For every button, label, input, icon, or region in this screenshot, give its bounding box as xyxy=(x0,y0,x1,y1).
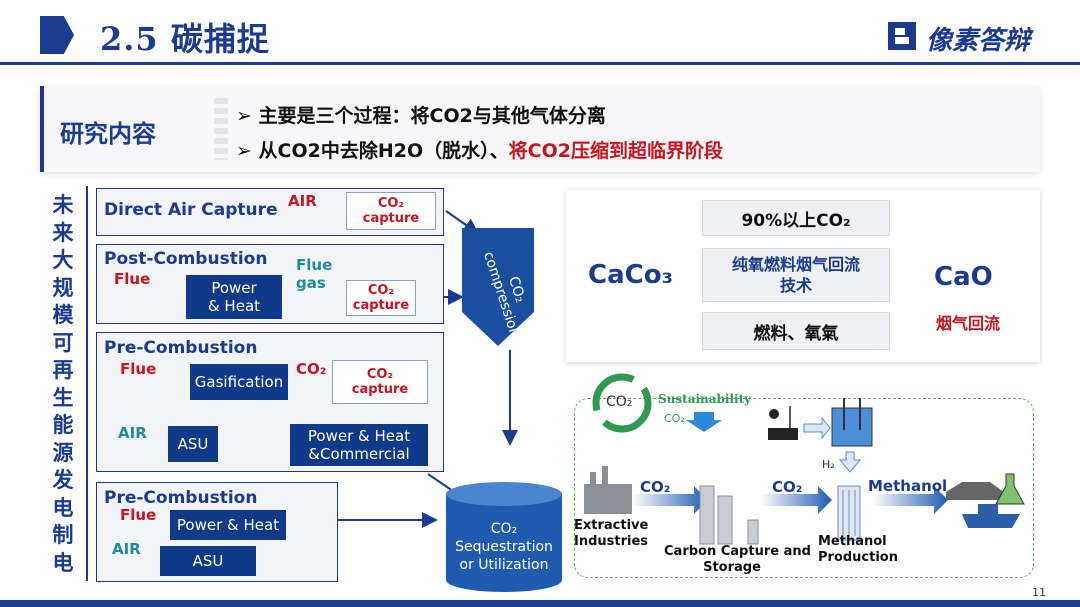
side-title-char: 电 xyxy=(52,495,74,520)
side-title-char: 发 xyxy=(52,468,74,492)
methanol-panel xyxy=(574,398,1034,578)
sequestration-label: CO₂ Sequestration or Utilization xyxy=(455,521,553,573)
logo-icon xyxy=(888,22,916,50)
page-title: 2.5 碳捕捉 xyxy=(100,20,270,58)
co2-cycle-label: CO₂ xyxy=(606,394,633,410)
ccs-label: Carbon Capture and Storage xyxy=(664,544,811,575)
side-title-char: 来 xyxy=(52,220,74,245)
pre2-air-label: AIR xyxy=(112,540,141,558)
pre1-asu-box: ASU xyxy=(168,426,218,462)
cao-label: CaO xyxy=(934,262,993,292)
pre1-power-commercial-box: Power & Heat &Commercial xyxy=(290,424,428,466)
pre1-air-label: AIR xyxy=(118,424,147,442)
sustainability-label: Sustainability xyxy=(658,392,752,406)
dac-air-label: AIR xyxy=(288,192,317,210)
bullet-arrow-icon: ➢ xyxy=(236,105,259,127)
post-power-box: Power & Heat xyxy=(186,275,282,319)
cao-top-box: 90%以上CO₂ xyxy=(702,200,890,236)
pre1-co2-label: CO₂ xyxy=(296,360,327,378)
header-divider xyxy=(0,62,1080,65)
co2-flow-b: CO₂ xyxy=(772,478,803,496)
side-title-char: 未 xyxy=(52,193,74,217)
side-title-char: 能 xyxy=(52,413,74,437)
bullet-2: ➢ 从CO2中去除H2O（脱水）、将CO2压缩到超临界阶段 xyxy=(236,140,723,162)
research-label: 研究内容 xyxy=(60,120,156,148)
recycle-label: 烟气回流 xyxy=(936,314,1001,333)
pre2-title: Pre-Combustion xyxy=(104,488,258,508)
pre2-flue-label: Flue xyxy=(120,506,157,524)
pre1-flue-label: Flue xyxy=(120,360,157,378)
side-title-char: 电 xyxy=(52,550,74,575)
side-divider xyxy=(86,186,88,581)
pre1-title: Pre-Combustion xyxy=(104,338,258,358)
post-flue-label: Flue xyxy=(114,270,151,288)
sustain-co2-label: CO₂ xyxy=(664,412,685,425)
side-title: 未来大规模可再生能源发电制电 xyxy=(48,192,78,577)
methanol-flow-label: Methanol xyxy=(868,477,948,495)
page-number: 11 xyxy=(1032,586,1046,599)
extractive-label: Extractive Industries xyxy=(574,518,649,549)
post-title: Post-Combustion xyxy=(104,249,268,269)
research-panel xyxy=(40,86,1040,172)
side-title-char: 模 xyxy=(52,303,74,327)
cao-bottom-box: 燃料、氧氣 xyxy=(702,312,890,350)
bullet-arrow-icon: ➢ xyxy=(236,140,259,162)
side-title-char: 大 xyxy=(52,248,74,272)
research-divider xyxy=(214,98,228,160)
bullet-1: ➢ 主要是三个过程：将CO2与其他气体分离 xyxy=(236,105,606,127)
caco3-label: CaCo₃ xyxy=(588,260,673,290)
pre2-asu-box: ASU xyxy=(160,546,256,576)
side-title-char: 再 xyxy=(52,358,74,382)
cao-tech-box: 纯氧燃料烟气回流技术 xyxy=(702,248,890,302)
gasification-box: Gasification xyxy=(190,364,288,400)
side-title-char: 生 xyxy=(52,385,74,410)
side-title-char: 可 xyxy=(52,330,74,355)
co2-flow-a: CO₂ xyxy=(640,478,671,496)
logo-text: 像素答辩 xyxy=(926,26,1031,56)
dac-title: Direct Air Capture xyxy=(104,200,278,220)
methanol-production-label: Methanol Production xyxy=(818,534,898,565)
side-title-char: 规 xyxy=(52,275,74,300)
h2-label: H₂ xyxy=(822,458,835,471)
pre2-power-box: Power & Heat xyxy=(170,510,286,540)
side-title-char: 源 xyxy=(52,440,74,465)
side-title-char: 制 xyxy=(52,523,74,547)
footer-bar xyxy=(0,600,1080,607)
post-fluegas-label: Flue gas xyxy=(296,256,333,292)
